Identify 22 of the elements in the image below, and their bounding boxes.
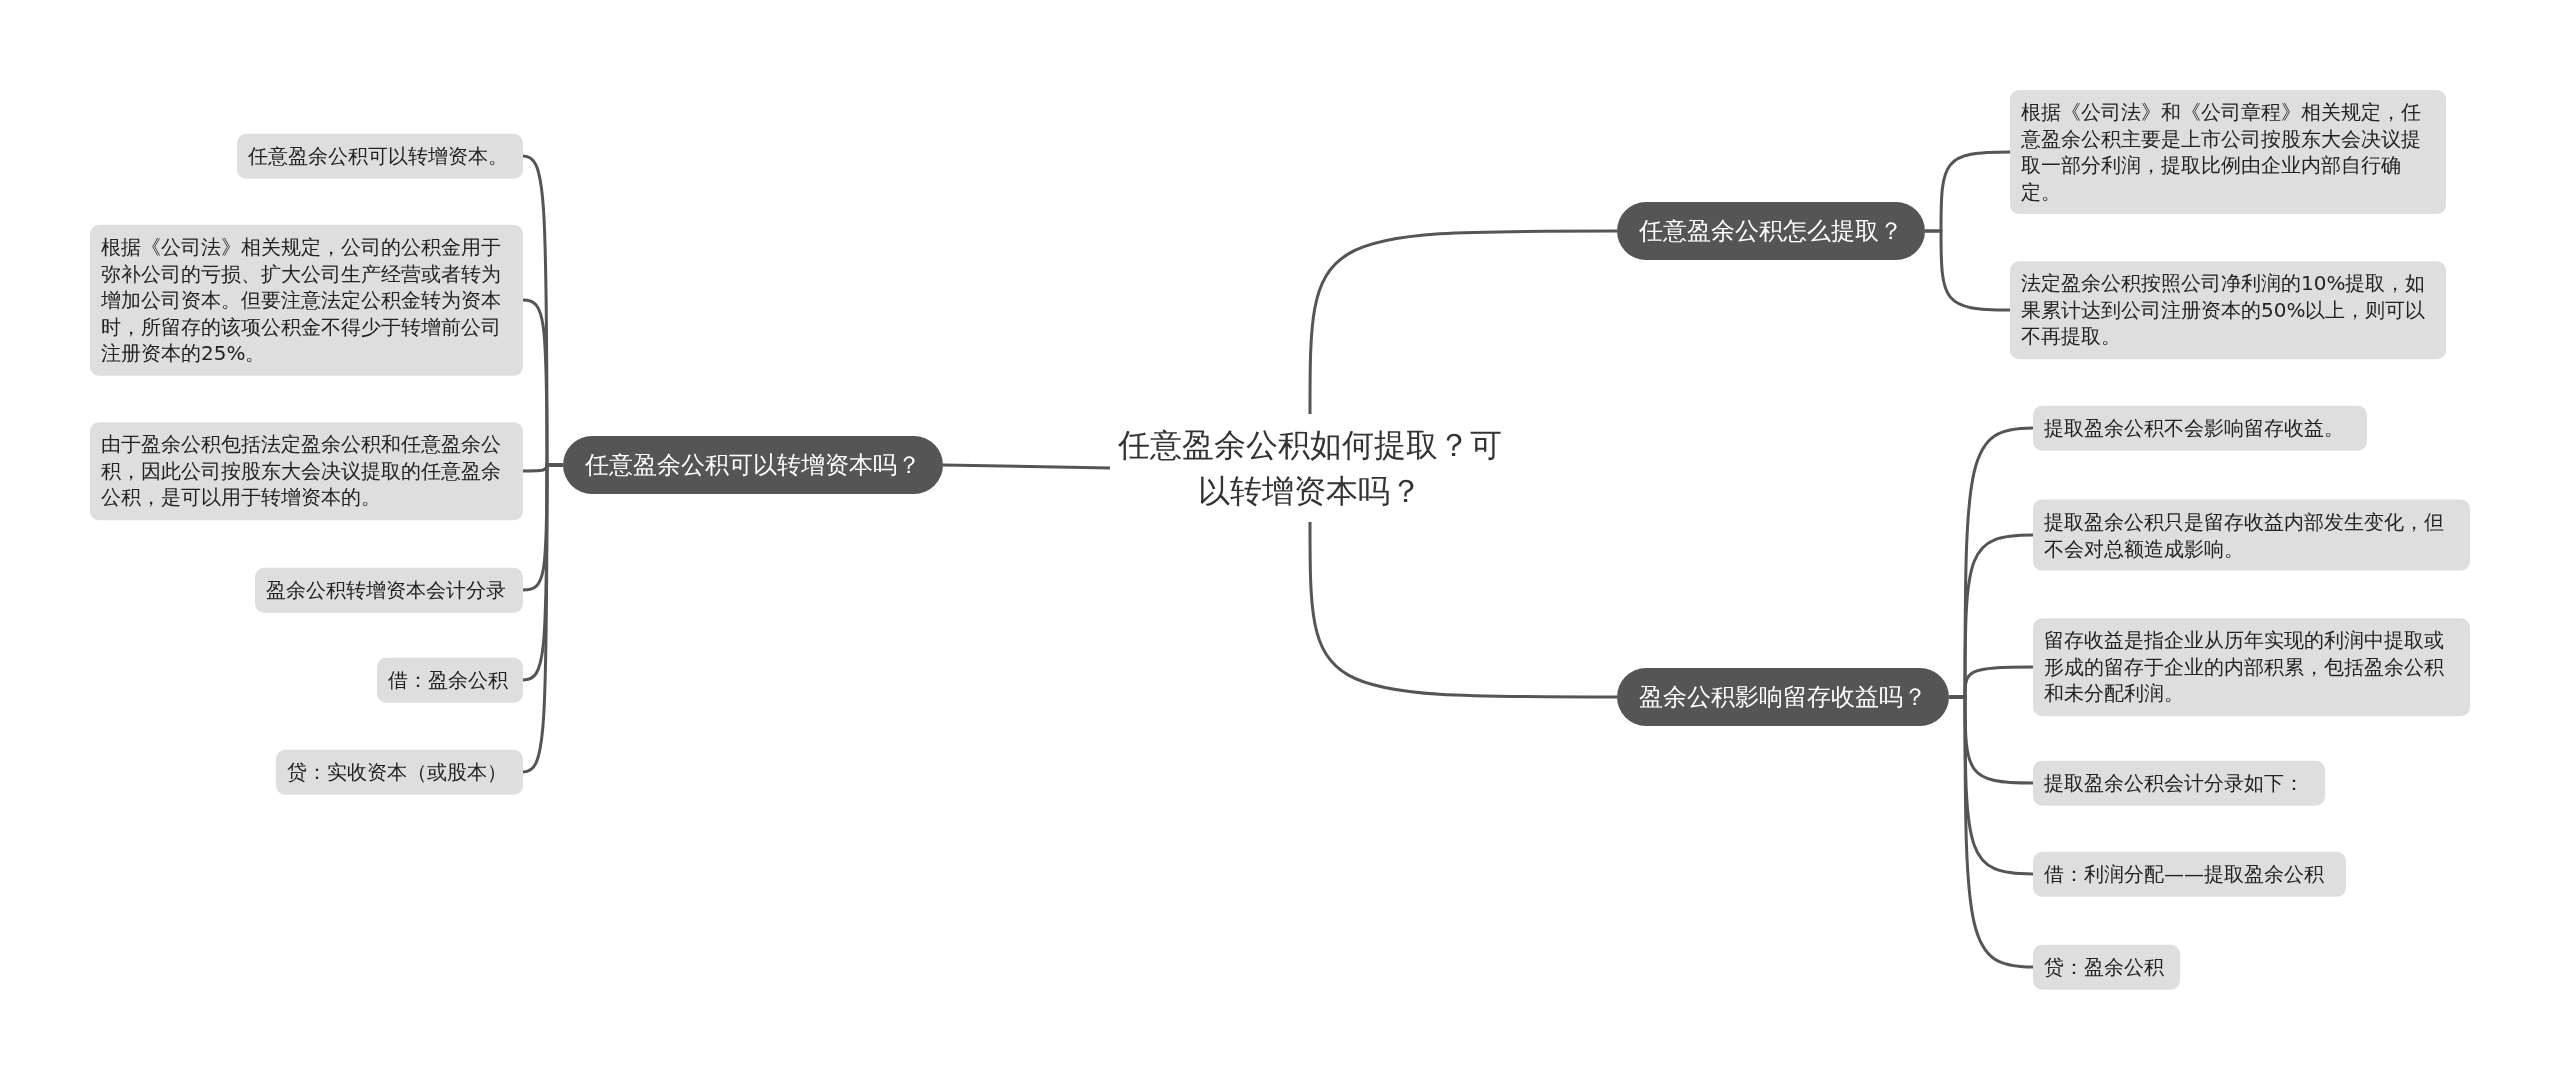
connector-line [1925, 229, 2011, 312]
note-box: 提取盈余公积会计分录如下： [2033, 760, 2325, 806]
central-topic: 任意盈余公积如何提取？可以转增资本吗？ [1110, 414, 1510, 522]
note-box: 留存收益是指企业从历年实现的利润中提取或形成的留存于企业的内部积累，包括盈余公积和未分配利润。 [2033, 618, 2470, 716]
note-box: 借：利润分配——提取盈余公积 [2033, 851, 2346, 897]
topic-box: 任意盈余公积可以转增资本吗？ [563, 436, 943, 494]
topic-box: 任意盈余公积怎么提取？ [1617, 202, 1925, 260]
connector-line [1308, 229, 1617, 414]
note-box: 由于盈余公积包括法定盈余公积和任意盈余公积，因此公司按股东大会决议提取的任意盈余公积，是可以用于转增资本的。 [90, 422, 523, 520]
note-box: 贷：实收资本（或股本） [276, 749, 523, 795]
note-box: 盈余公积转增资本会计分录 [255, 567, 523, 613]
topic-box: 盈余公积影响留存收益吗？ [1617, 668, 1949, 726]
note-box: 根据《公司法》相关规定，公司的公积金用于弥补公司的亏损、扩大公司生产经营或者转为增加公司资本。但要注意法定公积金转为资本时，所留存的该项公积金不得少于转增前公司注册资本的25%。 [90, 224, 523, 376]
connector-line [942, 463, 1111, 470]
note-box: 根据《公司法》和《公司章程》相关规定，任意盈余公积主要是上市公司按股东大会决议提取一部分利润，提取比例由企业内部自行确定。 [2010, 90, 2446, 214]
note-box: 提取盈余公积只是留存收益内部发生变化，但不会对总额造成影响。 [2033, 499, 2470, 571]
note-box: 贷：盈余公积 [2033, 944, 2180, 990]
note-box: 借：盈余公积 [377, 657, 523, 703]
note-box: 任意盈余公积可以转增资本。 [237, 133, 523, 179]
note-box: 法定盈余公积按照公司净利润的10%提取，如果累计达到公司注册资本的50%以上，则可以不再提取。 [2010, 261, 2446, 359]
note-box: 提取盈余公积不会影响留存收益。 [2033, 405, 2367, 451]
connector-line [1308, 522, 1617, 699]
